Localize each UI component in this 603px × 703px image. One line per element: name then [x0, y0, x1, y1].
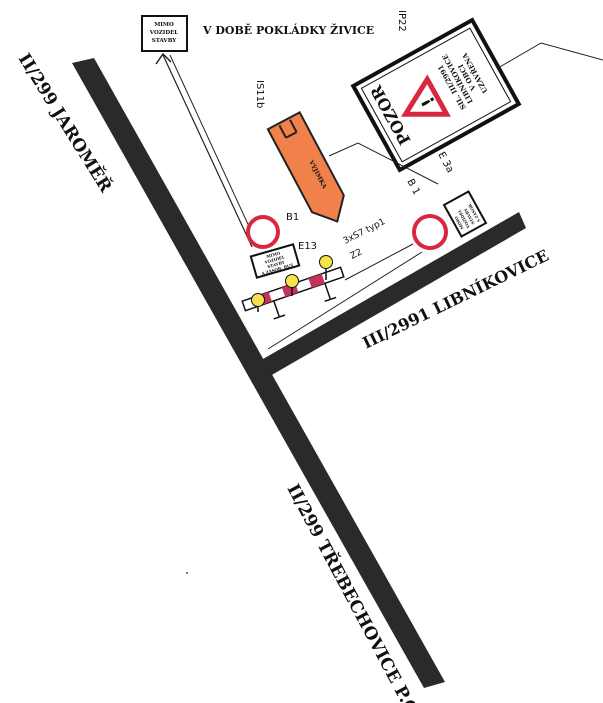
label-e13: E13 [298, 241, 317, 252]
warning-lamp-s7-2 [285, 274, 299, 296]
svg-text:VOZIDEL: VOZIDEL [263, 254, 285, 265]
sign-orange-arrow-is11b: VÝJIMKA [266, 110, 345, 223]
main-road-ii299 [72, 58, 445, 688]
svg-text:VOZIDEL: VOZIDEL [149, 30, 179, 36]
svg-text:MIMO: MIMO [453, 215, 465, 230]
svg-text:MIMO: MIMO [154, 22, 174, 28]
sign-e13-plate: MIMO VOZIDEL STAVBY A ZÁSOB. BUS [249, 243, 301, 279]
svg-text:MIMO: MIMO [266, 250, 282, 259]
svg-text:STAVBY: STAVBY [152, 38, 176, 44]
arrow-leader-line [328, 142, 439, 185]
road-label-trebechovice: II/299 TŘEBECHOVICE P.O. [283, 480, 425, 703]
label-ip22: IP22 [396, 10, 407, 32]
svg-text:STAVBY: STAVBY [267, 259, 286, 269]
header-note: V DOBĚ POKLÁDKY ŽIVICE [202, 23, 374, 37]
sign-mimo-vozidel-top: MIMO VOZIDEL STAVBY [141, 15, 188, 52]
stray-dot [186, 572, 188, 574]
b1-leader-line [344, 243, 414, 281]
side-road-edge-line [267, 251, 423, 350]
label-e3a: E 3a [435, 150, 455, 175]
pointer-arrow [155, 52, 259, 248]
label-z2: Z2 [349, 247, 364, 261]
side-road-iii2991 [263, 212, 526, 376]
sign-b1-left [246, 215, 280, 249]
label-3xs7-typ1: 3xS7 typ1 [342, 217, 387, 247]
pozor-leader-line [497, 42, 603, 69]
warning-triangle-icon: ! [400, 74, 451, 117]
label-b1-left: B1 [286, 212, 299, 223]
label-b1-right: B 1 [404, 177, 421, 197]
sign-b1-right [412, 214, 448, 250]
barrier-stripe [308, 273, 325, 288]
sign-e3a-plate: MIMO VOZIDEL STAVBY A ZÁSOB. [442, 190, 488, 238]
sign-pozor-ip22: POZOR ! SIL. III/2991 LIBNÍKOVICE V OBCI… [350, 17, 522, 173]
warning-lamp-s7-3 [319, 255, 333, 280]
warning-lamp-s7-1 [251, 293, 265, 312]
label-is11b: IS11b [254, 80, 265, 108]
